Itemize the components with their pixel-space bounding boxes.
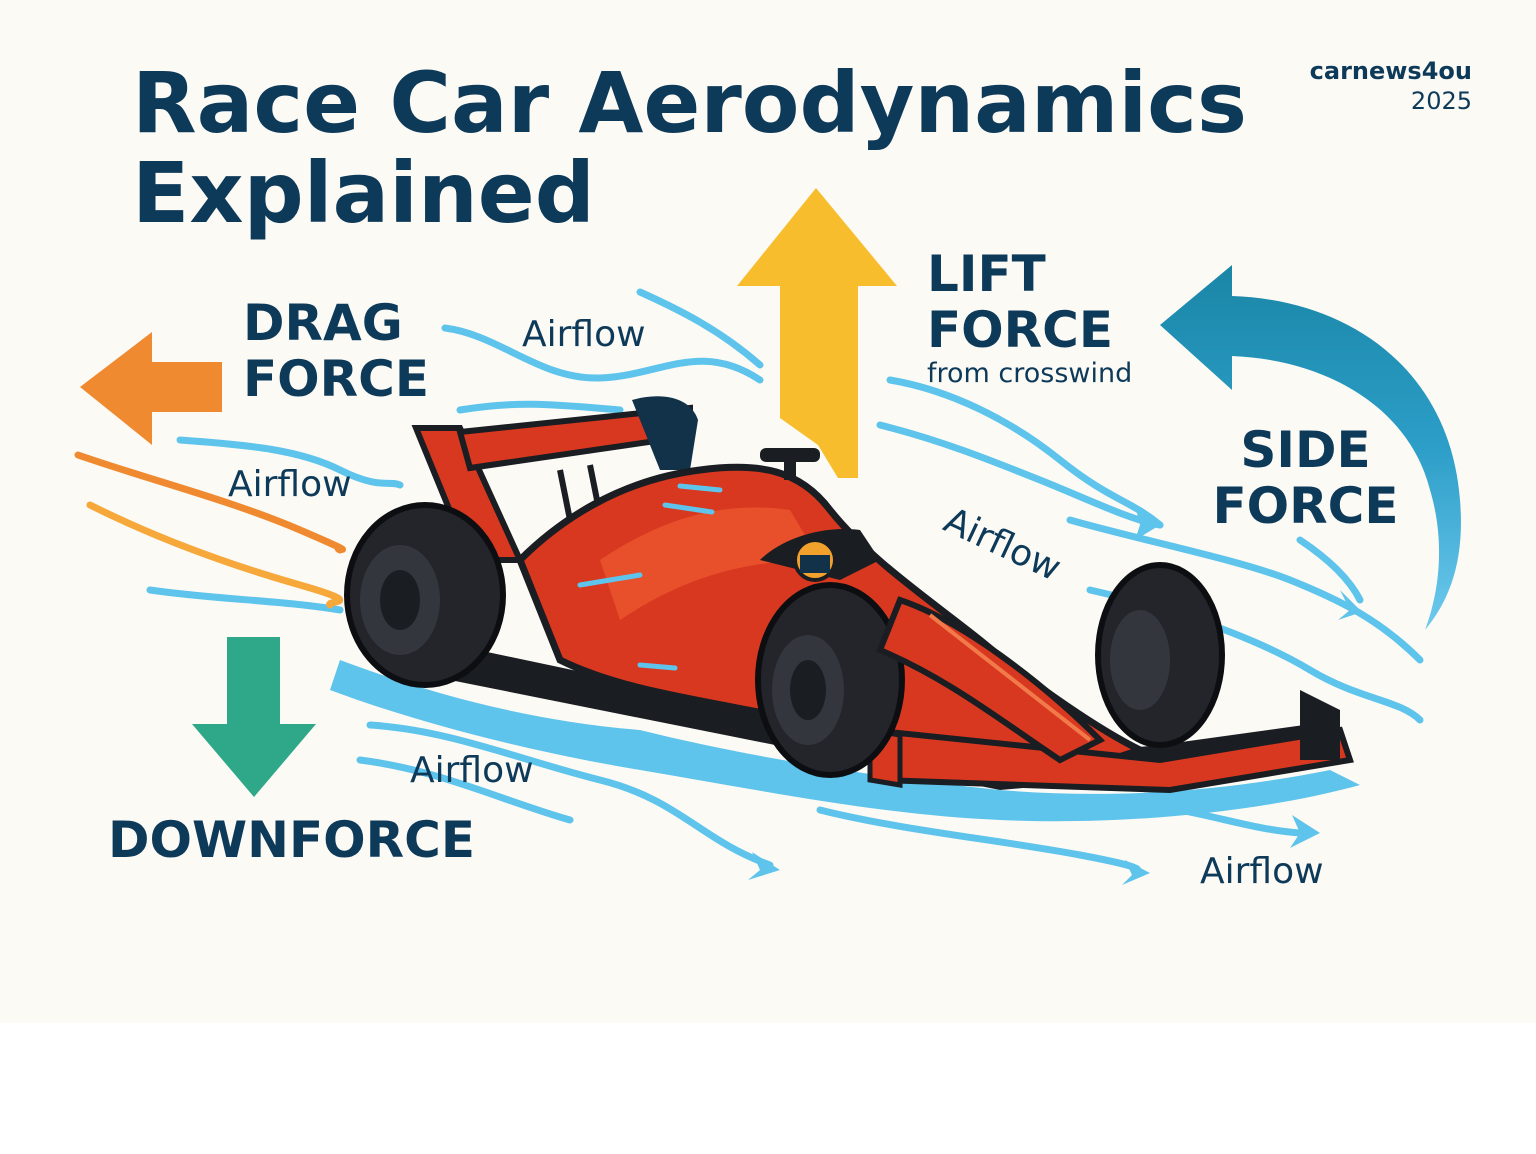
- rear-left-tyre: [344, 502, 506, 688]
- title-line-1: Race Car Aerodynamics: [132, 54, 1247, 152]
- lift-arrow-icon: [737, 188, 897, 478]
- side-force-line-2: FORCE: [1212, 477, 1399, 535]
- airflow-label-left: Airflow: [228, 464, 352, 505]
- drag-force-line-2: FORCE: [243, 350, 430, 408]
- drag-force-label: DRAG FORCE: [243, 295, 429, 407]
- side-force-label: SIDE FORCE: [1208, 422, 1403, 534]
- page-title: Race Car Aerodynamics Explained: [132, 58, 1247, 238]
- brand-watermark: carnews4ou 2025: [1300, 56, 1472, 116]
- lift-force-line-1: LIFT: [927, 245, 1046, 303]
- side-force-line-1: SIDE: [1240, 421, 1371, 479]
- downforce-arrow-icon: [192, 637, 316, 797]
- drag-arrow-icon: [80, 332, 222, 445]
- airflow-streams: [74, 288, 1424, 885]
- airflow-label-bottom-right: Airflow: [1200, 851, 1324, 892]
- brand-year: 2025: [1410, 87, 1472, 115]
- title-line-2: Explained: [132, 144, 595, 242]
- lift-force-subtitle: from crosswind: [927, 358, 1133, 389]
- downforce-label: DOWNFORCE: [108, 811, 476, 869]
- airflow-label-top: Airflow: [522, 314, 646, 355]
- lift-force-label: LIFT FORCE from crosswind: [927, 246, 1132, 390]
- race-car-illustration: [344, 396, 1354, 794]
- airflow-label-bottom: Airflow: [410, 750, 534, 791]
- force-arrows: [80, 188, 1461, 797]
- infographic-canvas: Race Car Aerodynamics Explained carnews4…: [74, 56, 1472, 892]
- front-right-tyre: [1095, 562, 1225, 748]
- front-left-tyre: [755, 582, 905, 778]
- drag-force-line-1: DRAG: [243, 294, 403, 352]
- side-force-arrow-icon: [1160, 265, 1461, 630]
- lift-force-line-2: FORCE: [927, 301, 1114, 359]
- brand-name: carnews4ou: [1309, 57, 1472, 85]
